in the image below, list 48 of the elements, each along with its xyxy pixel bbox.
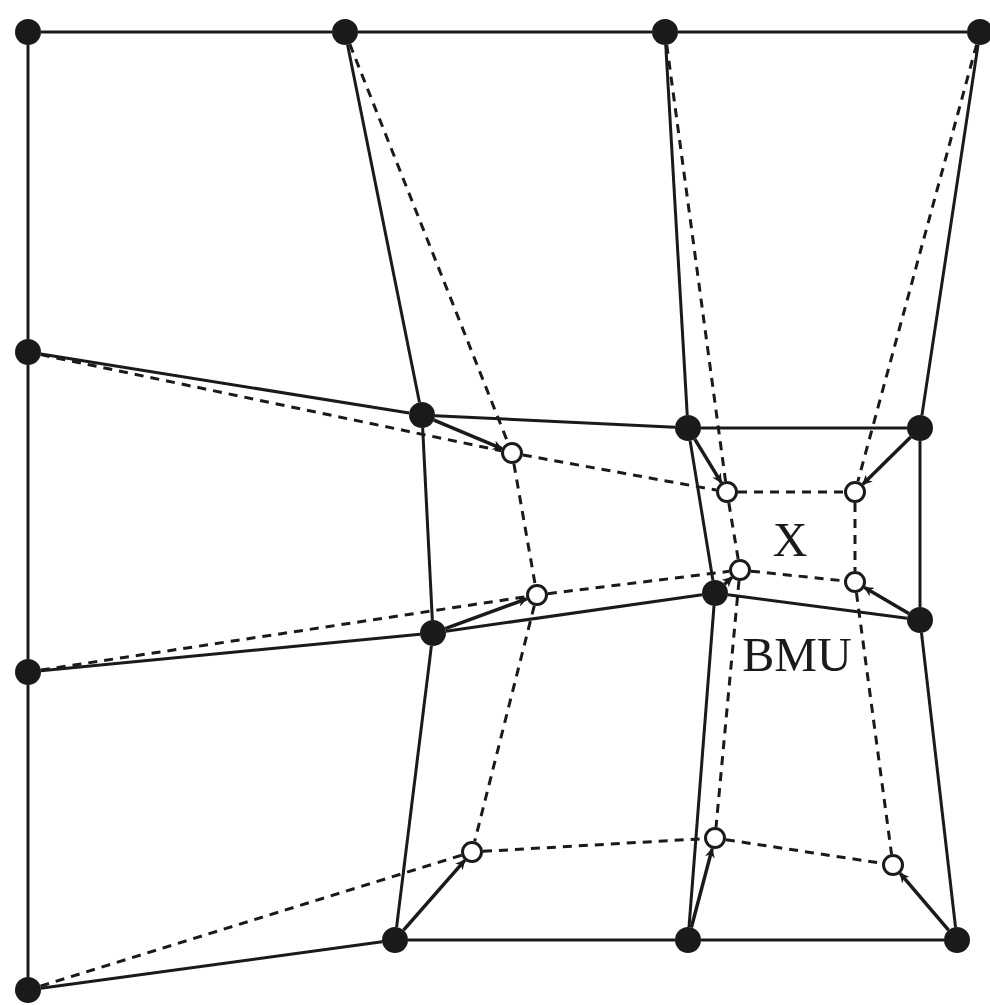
arrow [689, 847, 715, 928]
connector-line [512, 463, 537, 585]
connector-line [40, 940, 383, 990]
connector-line [41, 30, 332, 34]
connector-line [408, 938, 675, 942]
connector-line [738, 490, 844, 494]
connector-line [920, 44, 980, 416]
connector-line [918, 441, 922, 607]
connector-line [665, 44, 727, 482]
connector-line [920, 632, 957, 928]
arrow [721, 576, 734, 588]
connector-line [358, 30, 652, 34]
connector-line [26, 685, 30, 977]
connector-line [434, 414, 676, 429]
arrow [444, 597, 528, 631]
connector-line [40, 352, 410, 415]
connector-line [26, 365, 30, 659]
connector-line [40, 595, 527, 672]
connector-line [40, 632, 421, 673]
connector-line [727, 502, 740, 560]
arrow [861, 435, 912, 486]
node-label: X [772, 516, 808, 564]
connector-line [39, 853, 462, 988]
connector-line [854, 592, 894, 855]
connector-line [473, 605, 536, 842]
connector-line [346, 44, 421, 403]
connector-line [421, 427, 434, 621]
connector-line [688, 440, 715, 581]
node-label: BMU [742, 631, 852, 679]
connector-line [522, 453, 717, 492]
arrow [402, 859, 467, 932]
connector-line [727, 593, 908, 620]
arrow [433, 418, 503, 451]
arrow [693, 438, 723, 484]
connector-line [856, 44, 979, 482]
connector-line [678, 30, 967, 34]
connector-line [701, 938, 944, 942]
connector-line [445, 593, 703, 633]
connector-line [714, 580, 741, 828]
connector-line [547, 569, 730, 596]
connector-line [26, 45, 30, 339]
connector-line [664, 44, 689, 416]
connector-line [395, 645, 433, 928]
connector-line [853, 503, 857, 571]
connector-line [701, 426, 907, 430]
connector-line [40, 353, 502, 453]
connector-line [687, 605, 716, 928]
arrow [898, 872, 950, 932]
